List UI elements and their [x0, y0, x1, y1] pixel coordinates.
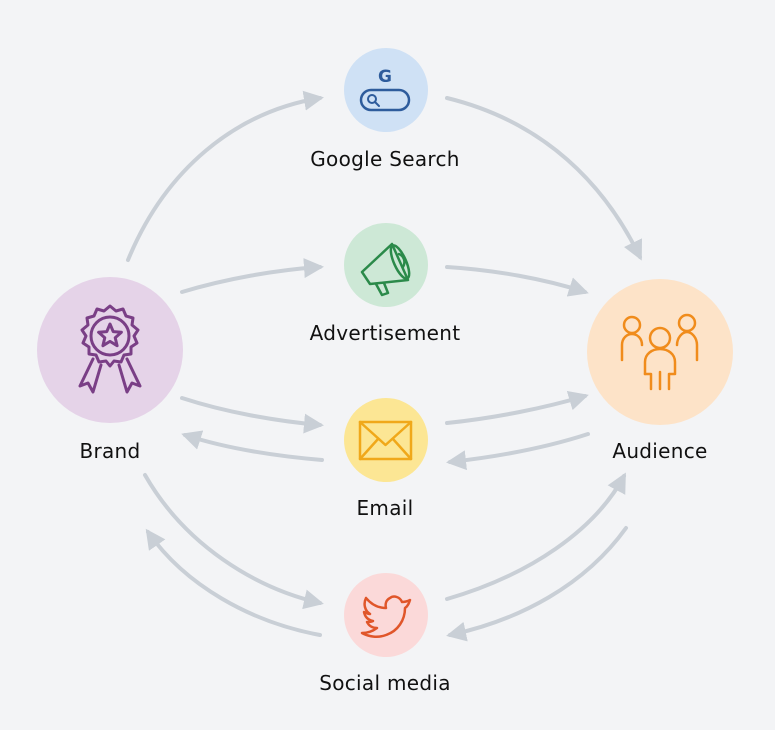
- arrow-google-search-to-audience: [445, 96, 642, 261]
- arrow-audience-to-email: [446, 432, 590, 471]
- connection-arrows: [126, 90, 642, 642]
- megaphone-icon: [360, 242, 411, 297]
- envelope-icon: [358, 420, 413, 461]
- arrow-email-to-brand: [181, 430, 324, 462]
- arrow-audience-to-social-media: [446, 526, 628, 642]
- advertisement-label: Advertisement: [310, 321, 461, 345]
- arrow-email-to-audience: [445, 391, 589, 425]
- arrow-brand-to-email: [180, 396, 324, 434]
- google-g-glyph: G: [378, 67, 392, 87]
- brand-label: Brand: [79, 439, 140, 463]
- arrow-brand-to-social-media: [143, 473, 324, 610]
- arrow-brand-to-advertisement: [180, 258, 324, 294]
- email-label: Email: [357, 496, 414, 520]
- twitter-bird-icon: [360, 595, 412, 638]
- award-ribbon-icon: [78, 304, 142, 394]
- people-group-icon: [620, 313, 699, 391]
- arrow-social-media-to-audience: [445, 472, 626, 601]
- node-email: Email: [344, 398, 428, 520]
- node-social-media: Social media: [319, 573, 451, 695]
- arrow-advertisement-to-audience: [445, 265, 589, 297]
- audience-label: Audience: [612, 439, 707, 463]
- google-search-bar-icon: G: [359, 67, 411, 112]
- google-search-label: Google Search: [310, 147, 460, 171]
- node-advertisement: Advertisement: [310, 223, 461, 345]
- social-media-circle: [344, 573, 428, 657]
- arrow-brand-to-google-search: [126, 90, 324, 262]
- node-audience: Audience: [587, 279, 733, 463]
- node-brand: Brand: [37, 277, 183, 463]
- email-circle: [344, 398, 428, 482]
- brand-circle: [37, 277, 183, 423]
- node-google-search: G Google Search: [310, 48, 460, 171]
- audience-circle: [587, 279, 733, 425]
- social-media-label: Social media: [319, 671, 451, 695]
- advertisement-circle: [344, 223, 428, 307]
- arrow-social-media-to-brand: [145, 528, 322, 637]
